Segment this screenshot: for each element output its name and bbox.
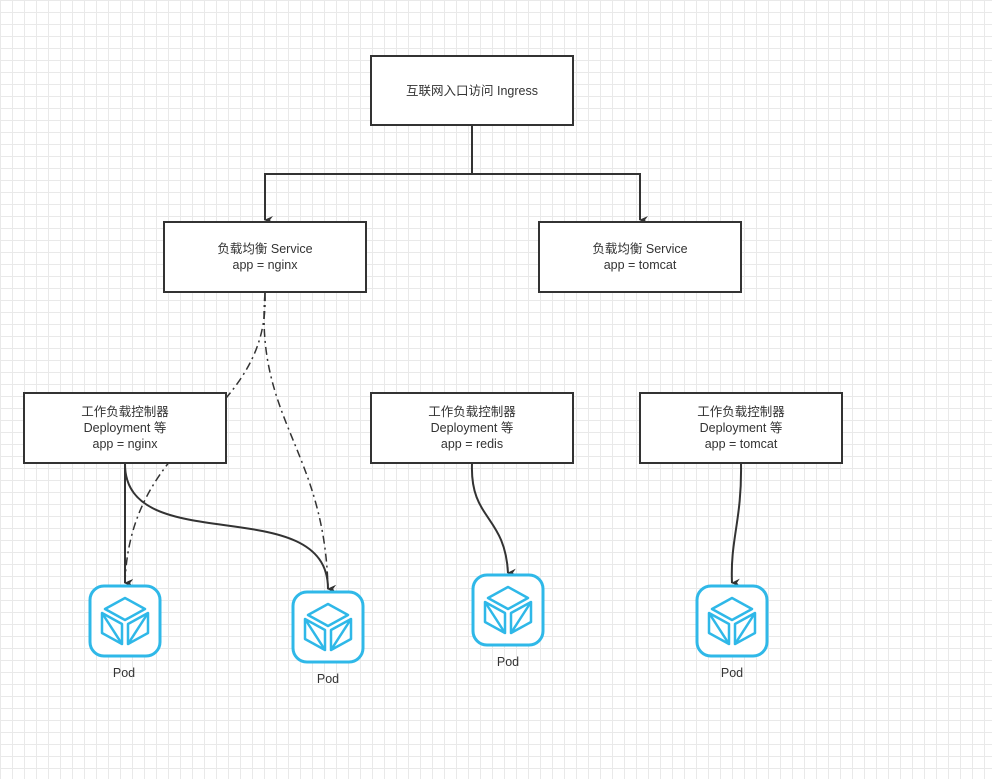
ingress-node[interactable]: 互联网入口访问 Ingress xyxy=(370,55,574,126)
service-nginx-selector: app = nginx xyxy=(232,258,298,272)
service-nginx-title: 负载均衡 Service xyxy=(217,242,313,256)
ingress-to-service-tomcat-edge xyxy=(472,173,648,224)
controller-redis-to-pod3-edge xyxy=(470,463,517,577)
pod-2-icon[interactable] xyxy=(291,590,365,664)
pod-3-icon[interactable] xyxy=(471,573,545,647)
pod-4-label: Pod xyxy=(720,666,744,680)
service-tomcat-selector: app = tomcat xyxy=(603,258,677,272)
controller-tomcat-title: 工作负载控制器 xyxy=(697,405,785,419)
controller-nginx-selector: app = nginx xyxy=(92,437,158,451)
controller-tomcat-kind: Deployment 等 xyxy=(699,421,783,435)
controller-tomcat-to-pod4-edge xyxy=(730,463,743,587)
controller-redis-kind: Deployment 等 xyxy=(430,421,514,435)
controller-tomcat-node[interactable]: 工作负载控制器 Deployment 等 app = tomcat xyxy=(639,392,843,464)
service-nginx-node[interactable]: 负载均衡 Service app = nginx xyxy=(163,221,367,293)
controller-nginx-title: 工作负载控制器 xyxy=(81,405,169,419)
pod-1-icon[interactable] xyxy=(88,584,162,658)
controller-redis-node[interactable]: 工作负载控制器 Deployment 等 app = redis xyxy=(370,392,574,464)
controller-nginx-kind: Deployment 等 xyxy=(83,421,167,435)
pod-3-label: Pod xyxy=(496,655,520,669)
controller-redis-title: 工作负载控制器 xyxy=(428,405,516,419)
ingress-label: 互联网入口访问 Ingress xyxy=(406,83,538,98)
pod-2-label: Pod xyxy=(316,672,340,686)
controller-tomcat-selector: app = tomcat xyxy=(704,437,778,451)
service-tomcat-title: 负载均衡 Service xyxy=(592,242,688,256)
ingress-to-service-nginx-edge xyxy=(264,125,473,224)
pod-4-icon[interactable] xyxy=(695,584,769,658)
pod-1-label: Pod xyxy=(112,666,136,680)
service-nginx-to-pod2-selector-edge xyxy=(263,292,337,593)
controller-nginx-to-pod2-edge xyxy=(124,463,337,593)
service-tomcat-node[interactable]: 负载均衡 Service app = tomcat xyxy=(538,221,742,293)
controller-nginx-node[interactable]: 工作负载控制器 Deployment 等 app = nginx xyxy=(23,392,227,464)
service-nginx-to-pod1-selector-edge xyxy=(124,292,266,588)
controller-redis-selector: app = redis xyxy=(440,437,504,451)
